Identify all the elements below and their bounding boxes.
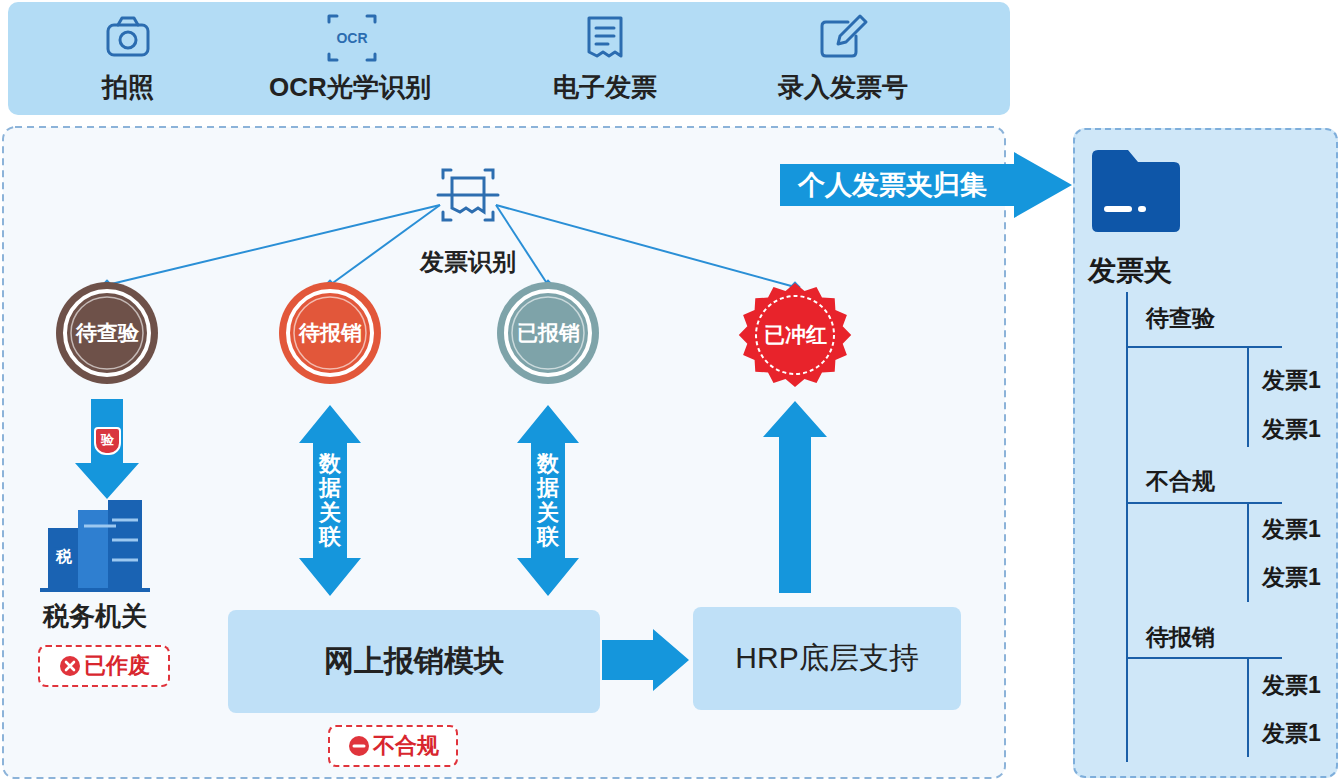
node-text: 电子发票 [553,70,657,105]
node-text: 待报销 [299,319,362,347]
connector [763,401,827,593]
connector [75,399,139,499]
connector [101,205,440,291]
node-text: HRP底层支持 [735,638,918,679]
tree-item: 发票1 [1262,416,1321,444]
connector [324,205,440,291]
node-text: 不合规 [373,731,439,761]
stamp-node: 已报销 [496,281,600,385]
tree-item: 发票1 [1262,516,1321,544]
node-text: 发票夹 [1088,252,1172,290]
tree-item: 发票1 [1262,672,1321,700]
tag-node: 不合规 [328,725,458,767]
tree-item: 不合规 [1146,468,1215,496]
node-text: 发票识别 [420,248,516,277]
under-node: 发票识别 [403,165,533,277]
icon-label: OCR [336,30,367,47]
node-text: OCR光学识别 [269,70,431,105]
stamp-node: 待报销 [278,281,382,385]
node-text: 已冲红 [764,321,827,349]
connector [299,405,361,596]
tax-building [40,500,150,592]
connector [496,205,801,293]
folder-icon [1092,150,1180,232]
box-node: HRP底层支持 [693,607,961,710]
node-text: 个人发票夹归集 [798,167,987,203]
status-icon [348,735,370,757]
connector [602,629,689,691]
source-icons [108,16,866,60]
node-text: 网上报销模块 [324,641,504,682]
connector [496,205,554,291]
node-text: 待查验 [76,319,139,347]
node-text: 录入发票号 [778,70,908,105]
band-node: 拍照 OCR光学识别 电子发票 录入发票号 [8,2,1010,115]
tree-item: 发票1 [1262,564,1321,592]
tree-item: 待报销 [1146,624,1215,652]
arrow-node: 个人发票夹归集 [780,152,1072,218]
recognize-icon [438,170,498,220]
node-text: 已报销 [517,319,580,347]
stamp-node: 待查验 [55,281,159,385]
connector-label: 数据关联 [537,452,559,549]
tree-item: 发票1 [1262,367,1321,395]
connector [517,405,579,596]
box-node: 网上报销模块 [228,610,600,713]
tree-item: 待查验 [1146,305,1215,333]
node-text: 拍照 [102,70,154,105]
node-text: 税务机关 [43,601,147,632]
tag-node: 已作废 [38,645,170,687]
tree-item: 发票1 [1262,720,1321,748]
star-node: 已冲红 [735,283,855,387]
node-text: 已作废 [84,651,150,681]
tree-lines [1127,292,1282,762]
main-container [3,127,1005,778]
icon-label: 税 [54,547,74,566]
under-node: 税务机关 [30,497,160,632]
status-icon [59,655,81,677]
verify-shield: 验 [94,427,121,455]
connector-label: 数据关联 [319,452,341,549]
